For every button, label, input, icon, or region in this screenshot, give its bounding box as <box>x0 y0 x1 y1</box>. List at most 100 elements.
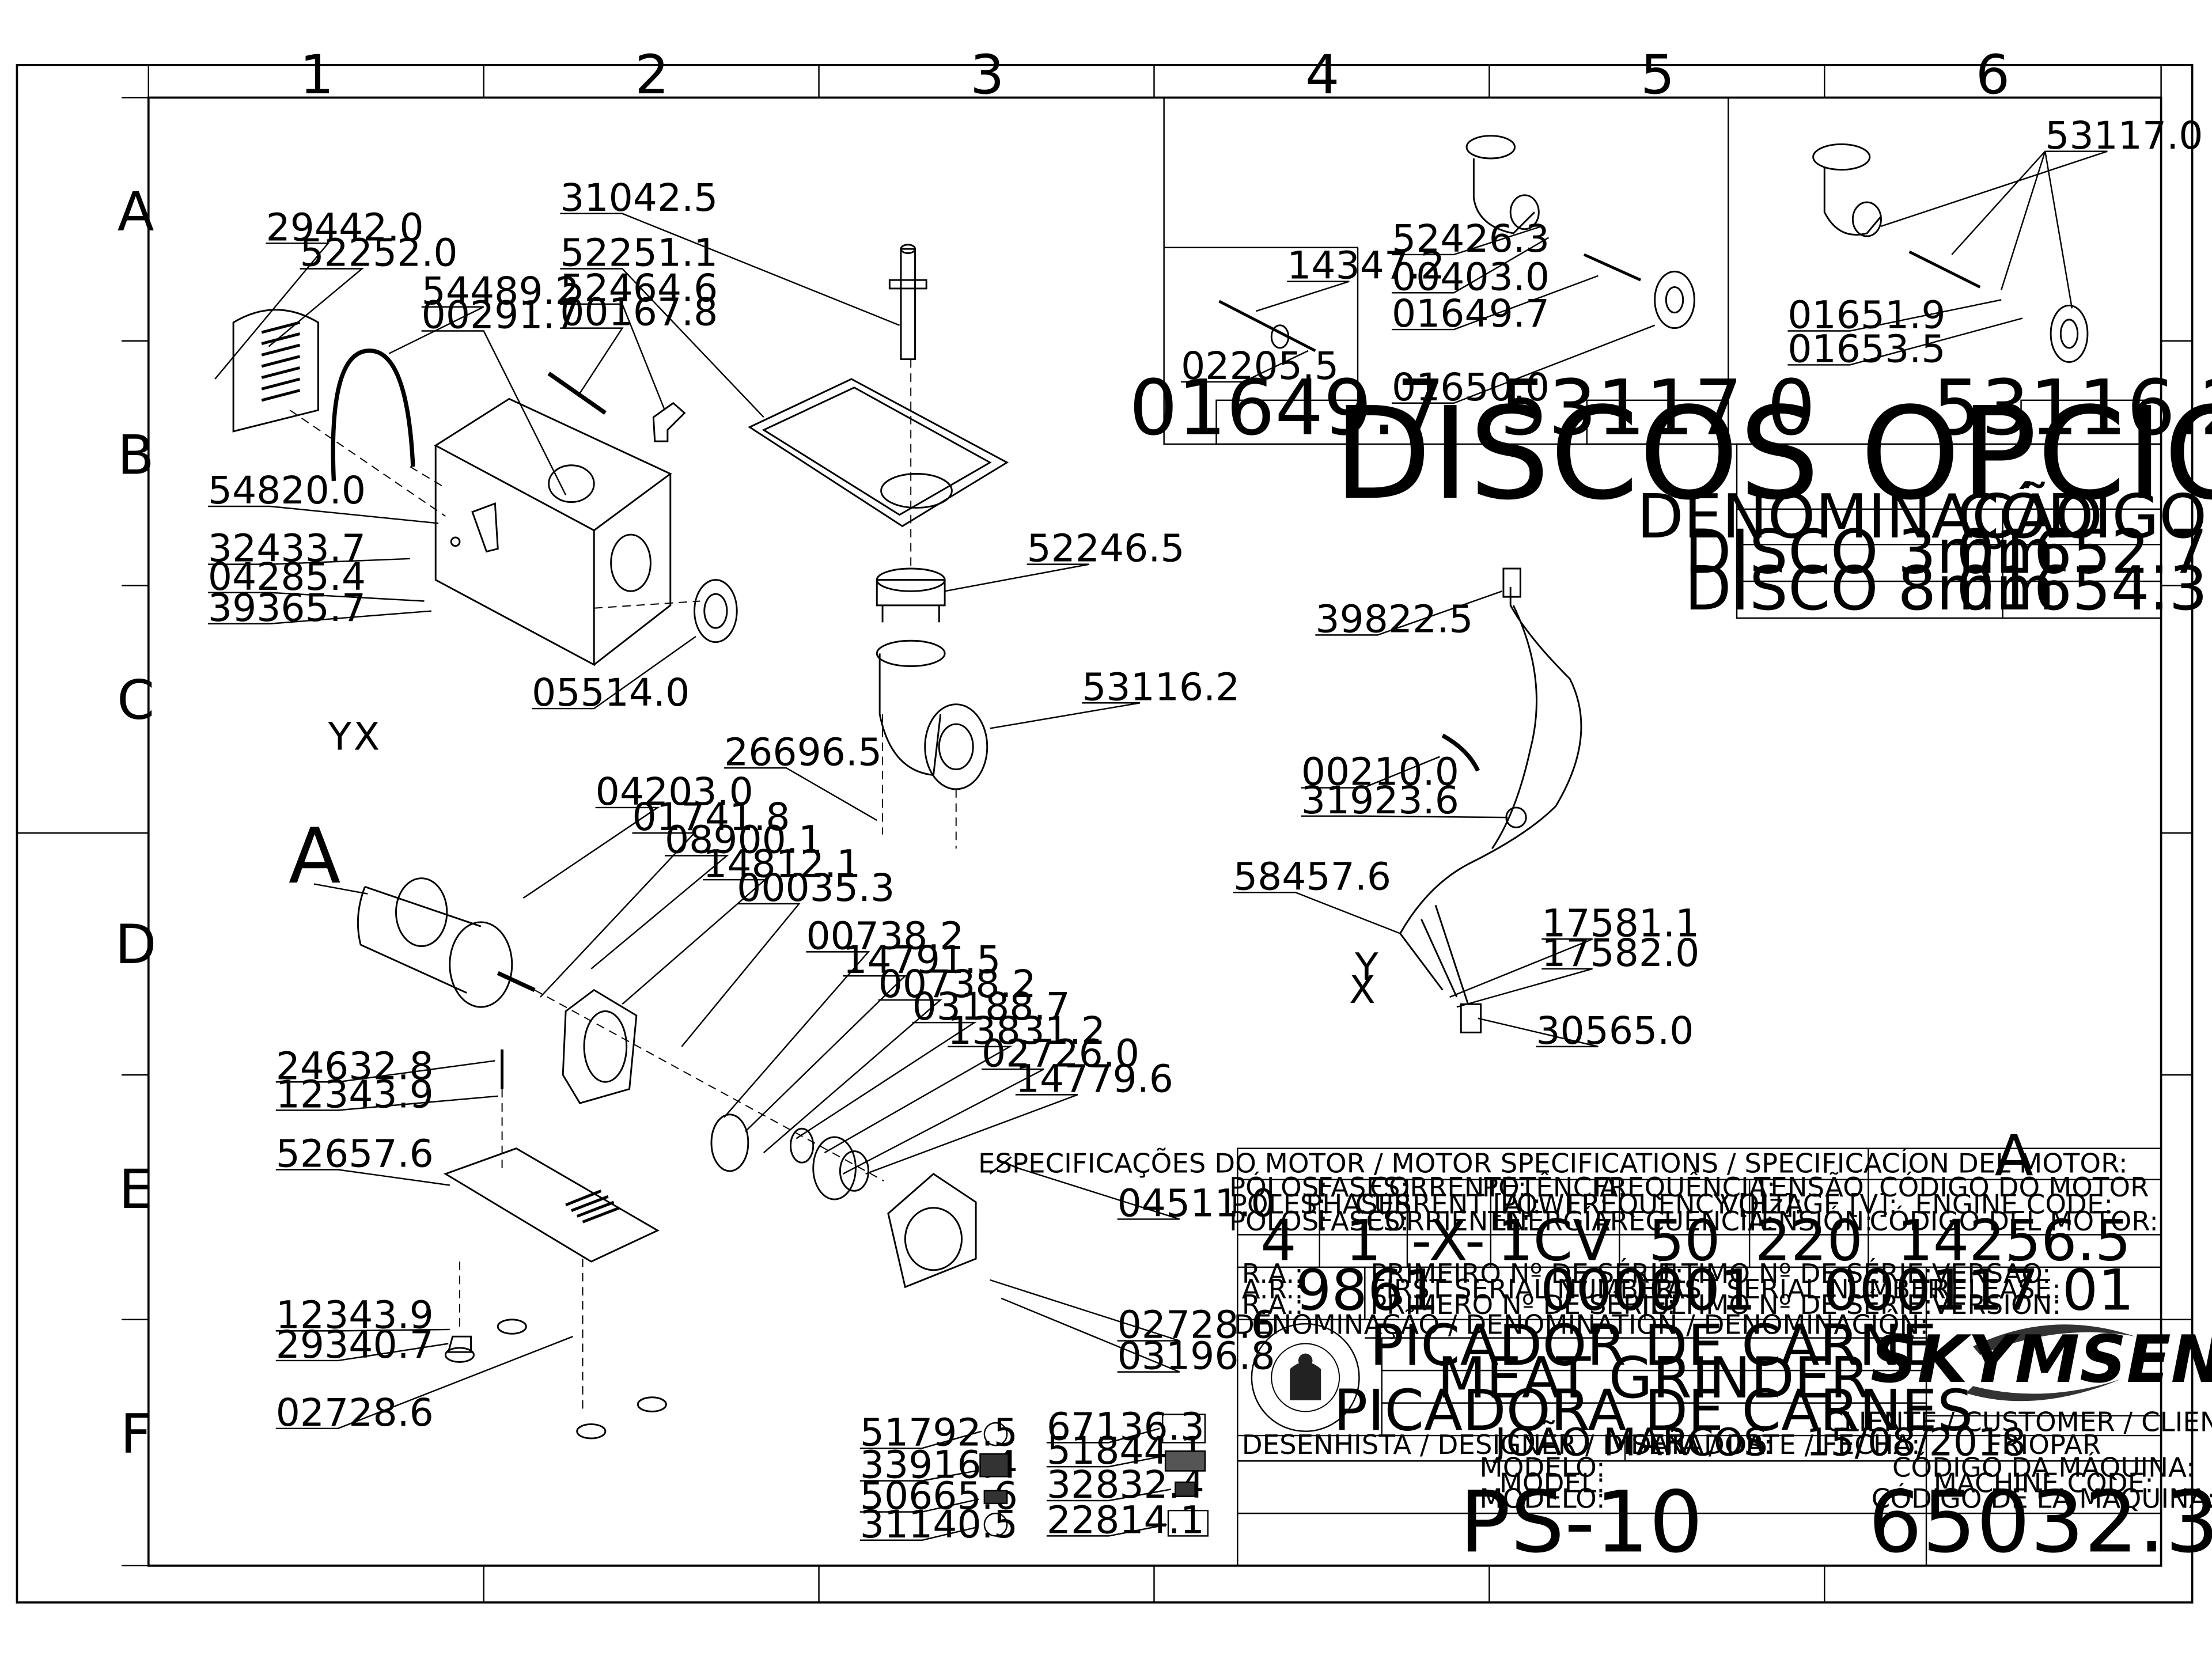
callout-01653-5: 01653.5 <box>1787 327 1945 372</box>
zone-row-d: D <box>115 914 157 976</box>
name-spanish: PICADORA DE CARNES <box>1334 1378 1973 1444</box>
authorized-service-stamp <box>1251 1323 1360 1432</box>
callout-52246-5: 52246.5 <box>1027 526 1185 571</box>
callout-29340-7: 29340.7 <box>276 1322 434 1367</box>
date-value: 15/08/2018 <box>1806 1419 2026 1464</box>
callout-14779-6: 14779.6 <box>1016 1056 1173 1101</box>
last-serial-label-en: LAST SERIAL NUMBER: <box>1650 1274 1954 1305</box>
callout-39822-5: 39822.5 <box>1315 596 1473 641</box>
last-serial-label-es: ÚLTIMO Nº DE SÉRIE: <box>1650 1289 1933 1320</box>
kit-code-53117-0: 53117.0 <box>1499 364 1815 453</box>
callout-14812-1: 14812.1 <box>703 841 861 886</box>
cord-wire-label-y: Y <box>1354 944 1378 989</box>
machine-code-label-es: CÓDIGO DE LA MAQUINA: <box>1872 1483 2212 1514</box>
callout-30565-0: 30565.0 <box>1536 1008 1694 1053</box>
zone-row-f: F <box>120 1403 151 1466</box>
callout-05514-0: 05514.0 <box>532 670 690 715</box>
spec-motor-code-en: ENGINE CODE: <box>1915 1189 2113 1220</box>
versao-label-en: RELEASE: <box>1932 1274 2061 1305</box>
callout-39365-7: 39365.7 <box>208 585 366 630</box>
versao-label-pt: VERSÃO: <box>1932 1258 2051 1289</box>
callout-00738-2-a: 00738.2 <box>806 913 964 958</box>
spec-polos-pt: PÓLOS: <box>1229 1172 1328 1203</box>
callout-01649-7: 01649.7 <box>1392 291 1550 336</box>
spec-motor-code-es: CÓDIGO DEL MOTOR: <box>1870 1206 2159 1237</box>
callout-leaders <box>207 150 2108 1541</box>
spec-fases-en: PHASES: <box>1306 1189 1421 1220</box>
designer-value: JOÃO MARCOS <box>1493 1419 1768 1464</box>
callout-31042-5: 31042.5 <box>560 175 718 220</box>
skymsen-logo-text: SKYMSEN <box>1870 1321 2212 1397</box>
callout-01651-9: 01651.9 <box>1787 293 1945 338</box>
name-portuguese: PICADOR DE CARNE <box>1370 1313 1937 1378</box>
callout-24632-8: 24632.8 <box>276 1043 434 1088</box>
callout-00291-7: 00291.7 <box>422 293 579 338</box>
zone-column-6: 6 <box>1976 44 2010 107</box>
kit-code-53116-2: 53116.2 <box>1933 364 2212 453</box>
callout-12343-9-b: 12343.9 <box>276 1292 434 1337</box>
callout-00035-3: 00035.3 <box>737 865 895 910</box>
spec-fases-pt: FASES: <box>1317 1172 1409 1203</box>
disco-3mm-code: 01652.7 <box>1956 516 2208 587</box>
zone-row-e: E <box>119 1158 153 1221</box>
callout-26696-5: 26696.5 <box>724 729 882 774</box>
first-serial-label-pt: PRIMEIRO Nº DE SÉRIE: <box>1370 1258 1684 1289</box>
zone-column-2: 2 <box>635 44 669 107</box>
sticker-illustrations <box>979 1414 1209 1537</box>
modelo-label-pt: MODELO: <box>1479 1452 1605 1483</box>
spec-corrente-value: -X- <box>1411 1209 1485 1274</box>
callout-58457-6: 58457.6 <box>1233 854 1391 899</box>
spec-potencia-es: ENERGÍA: <box>1490 1206 1619 1237</box>
wire-label-y: Y <box>328 714 352 759</box>
spec-frequencia-value: 50 <box>1649 1209 1721 1274</box>
callout-04203-0: 04203.0 <box>596 769 753 814</box>
spec-corrente-en: CURRENT [A]: <box>1355 1189 1541 1220</box>
spec-frequencia-en: FREQUENCY [Hz]: <box>1566 1189 1803 1220</box>
callout-03196-8: 03196.8 <box>1118 1334 1275 1378</box>
callout-54820-0: 54820.0 <box>208 468 366 513</box>
date-label: DATA / DATE / FECHA: <box>1631 1429 1921 1460</box>
callout-04285-4: 04285.4 <box>208 554 366 599</box>
spec-frequencia-es: FRECUENCIA: <box>1594 1206 1775 1237</box>
versao-label-es: VERSIÓN: <box>1932 1289 2061 1320</box>
cord-wire-label-x: X <box>1349 967 1375 1012</box>
denominacao-label: DENOMINAÇÃO / DENOMINATION / DENOMINACIÓ… <box>1234 1309 1929 1340</box>
spec-polos-value: 4 <box>1260 1209 1296 1274</box>
designer-label: DESENHISTA / DESIGNER / DISEÑADOR: <box>1242 1429 1772 1460</box>
name-english: MEAT GRINDER <box>1437 1346 1869 1411</box>
ra-label-en: A.R.: <box>1242 1274 1304 1305</box>
motor-specs-header: ESPECIFICAÇÕES DO MOTOR / MOTOR SPECIFIC… <box>978 1147 2128 1179</box>
callout-01650-0: 01650.0 <box>1392 365 1550 410</box>
disco-8mm-code: 01654.3 <box>1956 553 2208 624</box>
callout-00738-2-b: 00738.2 <box>878 961 1036 1006</box>
kit-code-01649-7: 01649.7 <box>1129 364 1445 453</box>
first-serial-label-en: FIRST SERIAL NUMBER: <box>1370 1274 1682 1305</box>
discos-title: DISCOS OPCIONAIS <box>1334 380 2212 528</box>
motor-version-letter: A <box>1995 1123 2033 1189</box>
callout-52426-3: 52426.3 <box>1392 216 1550 261</box>
callout-02728-6-a: 02728.6 <box>276 1390 434 1435</box>
callout-29442-0: 29442.0 <box>266 204 424 249</box>
first-serial-value: 000001 <box>1540 1258 1756 1324</box>
spec-corrente-es: CORRIENTE: <box>1366 1206 1531 1237</box>
disco-8mm-name: DISCO 8mm <box>1685 553 2055 624</box>
callout-53116-2: 53116.2 <box>1082 664 1240 709</box>
spec-tensao-en: VOLTAGE [V]: <box>1720 1189 1897 1220</box>
spec-potencia-pt: POTÊNCIA: <box>1482 1172 1627 1203</box>
callout-51792-5: 51792.5 <box>860 1410 1018 1455</box>
callout-08900-1: 08900.1 <box>665 817 823 862</box>
callout-labels: 29442.0 52252.0 54489.2 00291.7 31042.5 … <box>208 113 2203 1547</box>
callout-03188-7: 03188.7 <box>912 984 1070 1029</box>
skymsen-logo: SKYMSEN <box>1870 1321 2212 1402</box>
machine-code-value: 65032.3 <box>1868 1472 2212 1571</box>
callout-04511-0: 04511.0 <box>1118 1181 1275 1226</box>
callout-17581-1: 17581.1 <box>1541 900 1699 945</box>
exploded-parts-illustration <box>232 135 2089 1440</box>
callout-13831-2: 13831.2 <box>948 1008 1105 1053</box>
discos-header-name: DENOMINAÇÃO <box>1637 481 2103 552</box>
last-serial-label-pt: ÚLTIMO Nº DE SÉRIE: <box>1650 1258 1933 1289</box>
machine-code-label-en: MACHINE CODE: <box>1934 1467 2154 1498</box>
callout-14347-2: 14347.2 <box>1287 243 1445 288</box>
cliente-value: FRIOPAR <box>1986 1429 2101 1460</box>
callout-22814-1: 22814.1 <box>1047 1497 1205 1542</box>
